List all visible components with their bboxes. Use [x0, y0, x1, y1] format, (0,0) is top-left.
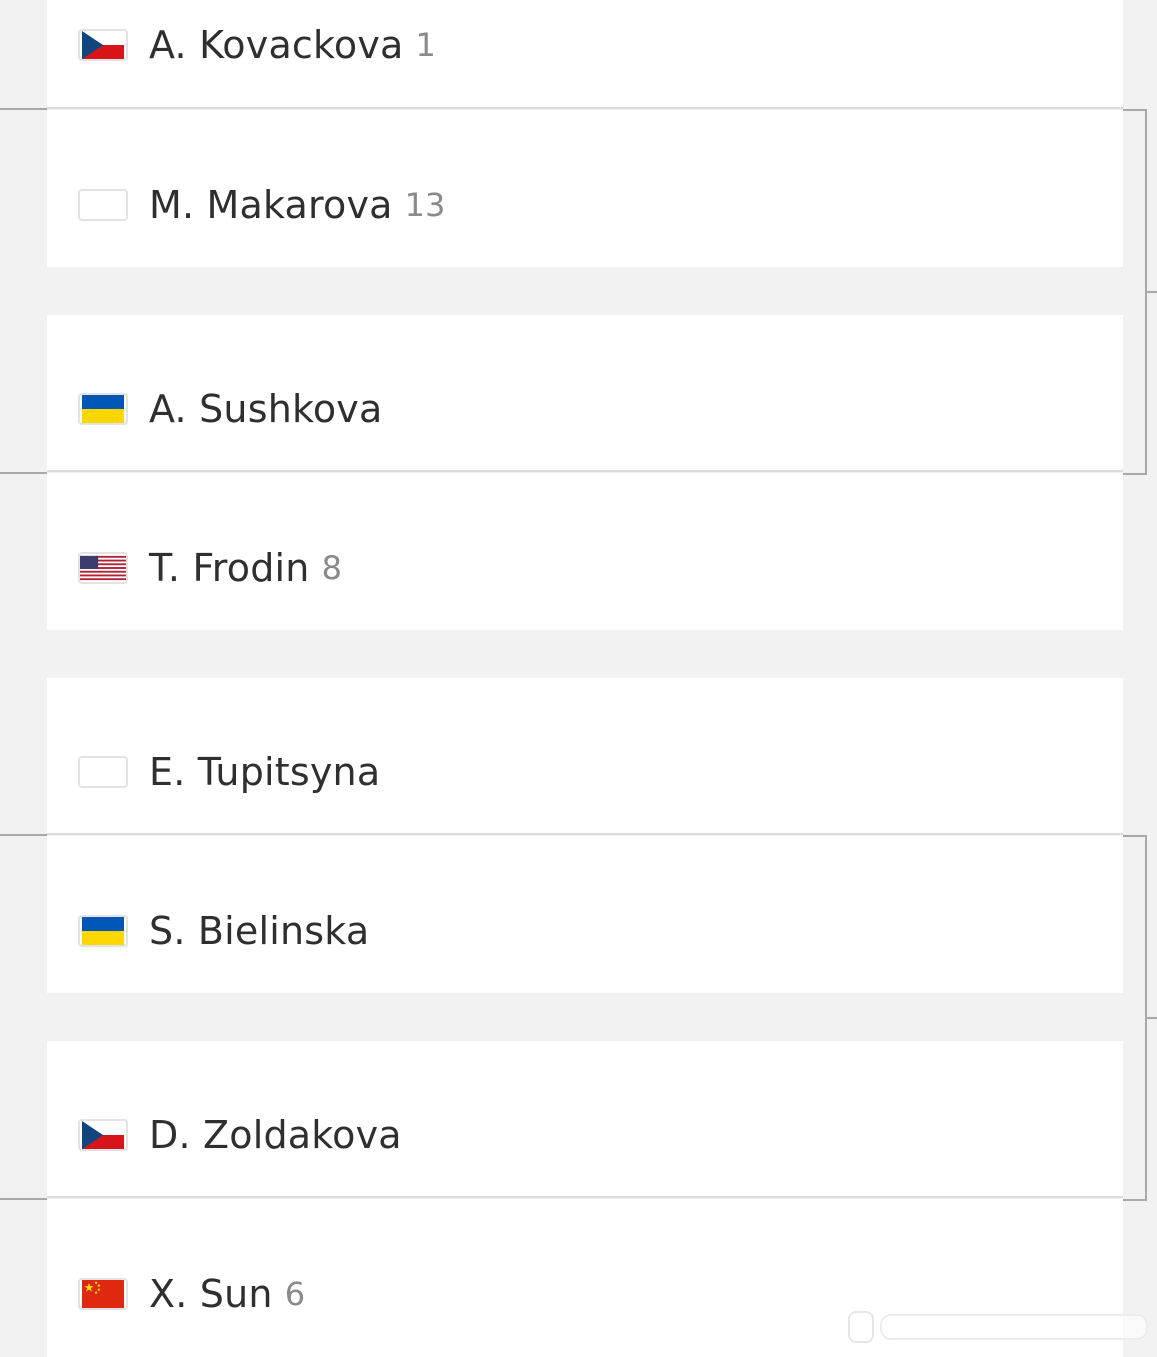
blank-flag-icon — [78, 189, 128, 221]
player-row: D. Zoldakova — [78, 1113, 1123, 1157]
player-row: X. Sun 6 — [78, 1272, 1123, 1316]
player-card[interactable]: S. Bielinska — [47, 836, 1123, 993]
player-card[interactable]: A. Kovackova 1 — [47, 0, 1123, 109]
bracket-connector-left — [0, 834, 47, 836]
player-row: S. Bielinska — [78, 909, 1123, 953]
ukraine-flag-icon — [78, 393, 128, 425]
bracket-connector-right — [1147, 1017, 1157, 1019]
player-card[interactable]: D. Zoldakova — [47, 1041, 1123, 1198]
player-card[interactable]: T. Frodin 8 — [47, 473, 1123, 630]
bracket-connector-right — [1147, 291, 1157, 293]
player-seed: 6 — [284, 1275, 306, 1313]
scroll-track[interactable] — [880, 1314, 1148, 1340]
bracket-connector-right — [1145, 835, 1147, 1201]
player-name: E. Tupitsyna — [149, 750, 381, 794]
bracket-connector-right — [1123, 835, 1147, 837]
player-row: M. Makarova 13 — [78, 183, 1123, 227]
usa-flag-icon — [78, 552, 128, 584]
player-row: A. Sushkova — [78, 387, 1123, 431]
czech-flag-icon — [78, 1119, 128, 1151]
bracket-connector-left — [0, 108, 47, 110]
player-card[interactable]: E. Tupitsyna — [47, 678, 1123, 835]
bracket-connector-left — [0, 1198, 47, 1200]
player-name: S. Bielinska — [149, 909, 370, 953]
player-card[interactable]: M. Makarova 13 — [47, 110, 1123, 267]
blank-flag-icon — [78, 756, 128, 788]
player-name: T. Frodin — [149, 546, 310, 590]
scroll-handle-icon[interactable] — [848, 1311, 874, 1343]
player-name: A. Kovackova — [149, 23, 404, 67]
bracket-connector-right — [1145, 109, 1147, 475]
bracket-connector-right — [1123, 109, 1147, 111]
player-name: D. Zoldakova — [149, 1113, 402, 1157]
player-card[interactable]: A. Sushkova — [47, 315, 1123, 472]
ukraine-flag-icon — [78, 915, 128, 947]
player-seed: 1 — [415, 26, 436, 64]
player-name: M. Makarova — [149, 183, 393, 227]
china-flag-icon — [78, 1278, 128, 1310]
player-row: T. Frodin 8 — [78, 546, 1123, 590]
bracket-connector-right — [1123, 1199, 1147, 1201]
czech-flag-icon — [78, 29, 128, 61]
player-seed: 13 — [404, 186, 446, 224]
horizontal-scrollbar[interactable] — [848, 1308, 1148, 1346]
player-name: X. Sun — [149, 1272, 273, 1316]
player-row: A. Kovackova 1 — [78, 23, 1123, 67]
bracket-connector-left — [0, 472, 47, 474]
player-name: A. Sushkova — [149, 387, 383, 431]
bracket-connector-right — [1123, 473, 1147, 475]
player-seed: 8 — [321, 549, 342, 587]
player-row: E. Tupitsyna — [78, 750, 1123, 794]
